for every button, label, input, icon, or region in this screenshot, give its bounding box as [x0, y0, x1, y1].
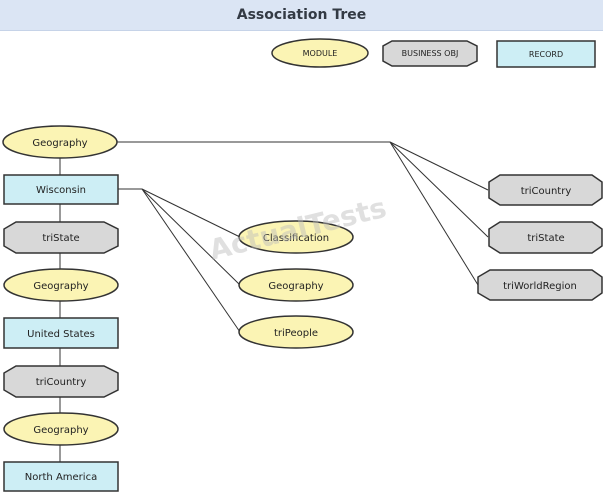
node-tristate[interactable]: triState	[3, 221, 119, 254]
connectors	[59, 141, 489, 462]
diagram-title: Association Tree	[236, 7, 367, 23]
node-label: Geography	[268, 281, 323, 292]
node-label: Classification	[263, 233, 329, 244]
node-label: Geography	[33, 425, 88, 436]
node-triworldregion[interactable]: triWorldRegion	[477, 269, 603, 301]
legend-business-obj-shape	[382, 40, 478, 67]
node-label: North America	[25, 472, 97, 483]
node-label: United States	[27, 329, 95, 340]
connector-line	[141, 188, 241, 286]
node-tripeople[interactable]: triPeople	[238, 315, 354, 349]
node-wisconsin[interactable]: Wisconsin	[3, 174, 119, 205]
node-tricountry[interactable]: triCountry	[3, 365, 119, 398]
node-tristate-right[interactable]: triState	[488, 221, 603, 254]
connector-line	[141, 188, 241, 333]
node-label: triCountry	[521, 186, 572, 197]
connector-line	[141, 188, 241, 238]
node-geography-wisconsin-child[interactable]: Geography	[238, 268, 354, 302]
node-north-america[interactable]: North America	[3, 461, 119, 492]
node-label: Geography	[33, 281, 88, 292]
legend-business-obj-label: BUSINESS OBJ	[402, 49, 459, 58]
node-label: triCountry	[36, 377, 87, 388]
node-classification[interactable]: Classification	[238, 220, 354, 254]
node-label: triPeople	[274, 328, 318, 339]
node-united-states[interactable]: United States	[3, 317, 119, 349]
legend-record-label: RECORD	[529, 50, 563, 59]
title-bar: Association Tree	[0, 0, 603, 31]
node-label: triState	[527, 233, 564, 244]
connector-line	[389, 141, 479, 286]
connector-line	[389, 141, 489, 238]
node-tricountry-right[interactable]: triCountry	[488, 174, 603, 206]
legend-module-label: MODULE	[303, 49, 338, 58]
node-geography-root[interactable]: Geography	[2, 125, 118, 159]
node-label: Geography	[32, 138, 87, 149]
node-geography-2[interactable]: Geography	[3, 268, 119, 302]
legend: MODULE BUSINESS OBJ RECORD	[271, 38, 596, 68]
node-label: triState	[42, 233, 79, 244]
node-geography-3[interactable]: Geography	[3, 412, 119, 446]
node-label: Wisconsin	[36, 185, 86, 196]
connector-line	[389, 141, 489, 191]
node-label: triWorldRegion	[503, 281, 577, 292]
watermark: ActualTests	[206, 191, 390, 267]
legend-module-shape	[271, 38, 369, 68]
legend-record-shape	[496, 40, 596, 68]
